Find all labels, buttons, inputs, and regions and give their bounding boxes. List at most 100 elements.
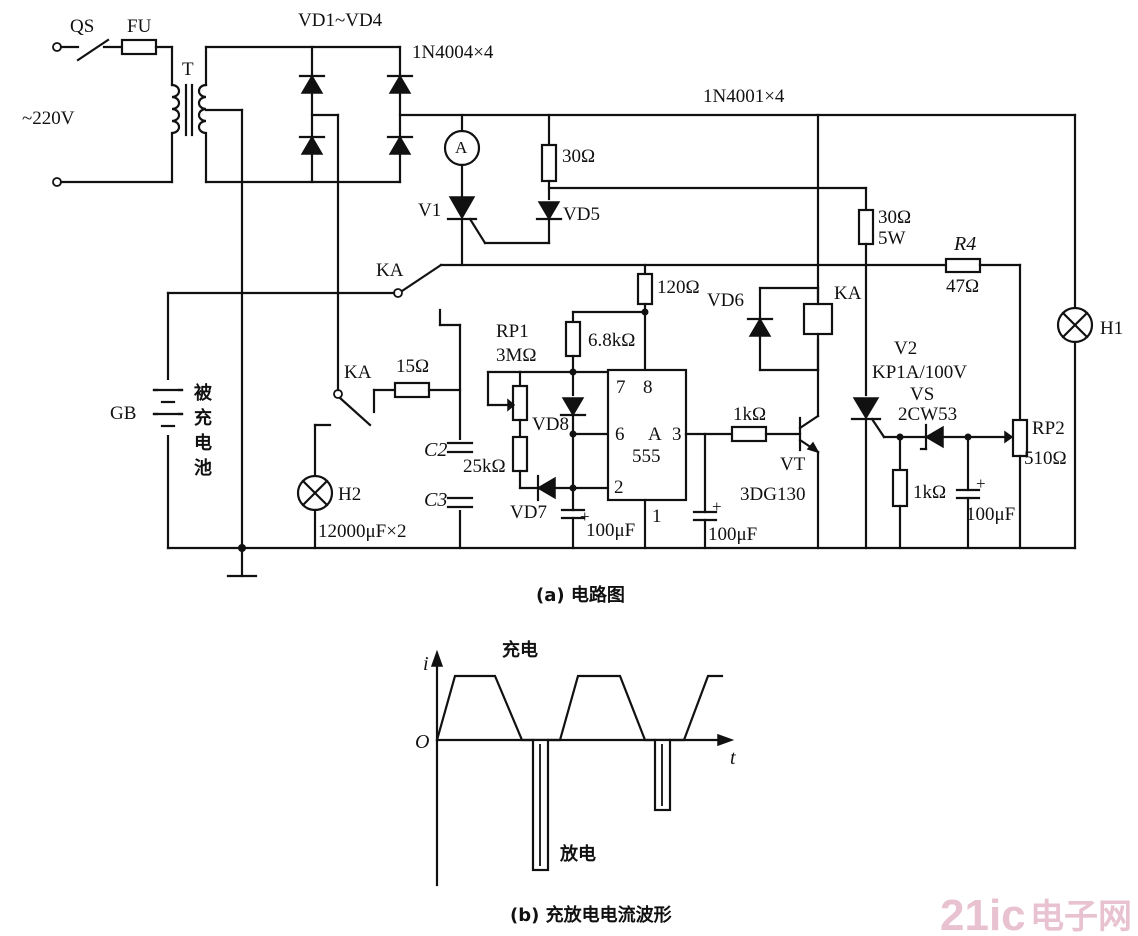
label-ic-555: 555 bbox=[632, 446, 661, 467]
label-vd-part2: 1N4001×4 bbox=[703, 86, 785, 107]
label-wave-i: i bbox=[423, 653, 429, 675]
thyristor-v1 bbox=[446, 196, 487, 245]
label-c100u-3: 100μF bbox=[966, 504, 1015, 525]
label-pin6: 6 bbox=[615, 424, 625, 445]
label-wave-o: O bbox=[415, 731, 429, 753]
label-qs: QS bbox=[70, 16, 94, 37]
label-c2: C2 bbox=[424, 439, 447, 461]
diode-vd4 bbox=[386, 135, 414, 155]
ammeter-label: A bbox=[455, 138, 468, 157]
bridge-rectifier bbox=[298, 45, 1077, 392]
label-pin2: 2 bbox=[614, 477, 624, 498]
label-pin8: 8 bbox=[643, 377, 653, 398]
label-v2-part: KP1A/100V bbox=[872, 362, 967, 383]
capacitors-c2-c3 bbox=[446, 440, 474, 510]
label-vd6: VD6 bbox=[707, 290, 744, 311]
diode-vd3 bbox=[386, 74, 414, 94]
label-gb: GB bbox=[110, 403, 136, 424]
resistor-1k-base bbox=[730, 425, 768, 443]
fu-fuse bbox=[120, 38, 158, 56]
label-vd8: VD8 bbox=[532, 414, 569, 435]
timer-section bbox=[486, 263, 802, 550]
label-r4-val: 47Ω bbox=[946, 276, 979, 297]
label-wave-charge: 充电 bbox=[502, 639, 538, 661]
label-h2: H2 bbox=[338, 484, 361, 505]
label-pin3: 3 bbox=[672, 424, 682, 445]
label-r120: 120Ω bbox=[657, 277, 700, 298]
schematic-labels: QS FU T ~220V VD1~VD4 1N4004×4 1N4001×4 … bbox=[22, 10, 1123, 606]
ground-rail bbox=[166, 544, 1077, 578]
label-pin1: 1 bbox=[652, 506, 662, 527]
label-r1k-gate: 1kΩ bbox=[913, 482, 946, 503]
zener-vs bbox=[919, 423, 944, 451]
potentiometer-rp1 bbox=[511, 384, 529, 422]
resistor-30-5w bbox=[857, 208, 875, 246]
charge-path bbox=[443, 113, 875, 397]
thyristor-v2 bbox=[850, 397, 886, 439]
relay-driver bbox=[746, 113, 834, 550]
label-c3: C3 bbox=[424, 489, 447, 511]
label-ic-a: A bbox=[648, 424, 662, 445]
diode-vd7 bbox=[536, 474, 556, 502]
label-r4: R4 bbox=[953, 233, 976, 255]
ic-555 bbox=[606, 368, 688, 502]
diode-vd2 bbox=[298, 135, 326, 155]
label-wave-discharge: 放电 bbox=[559, 843, 596, 865]
wave-charge-3 bbox=[668, 674, 724, 742]
label-vd7: VD7 bbox=[510, 502, 547, 523]
resistor-15 bbox=[393, 381, 431, 399]
label-rp2: RP2 bbox=[1032, 418, 1065, 439]
wave-charge-1 bbox=[435, 674, 535, 742]
label-mains: ~220V bbox=[22, 108, 75, 129]
cap-plus-3: + bbox=[976, 474, 986, 493]
ka-main-contact bbox=[166, 257, 1022, 550]
watermark-logo: 21ic 电子网 bbox=[940, 891, 1132, 936]
label-r25k: 25kΩ bbox=[463, 456, 506, 477]
label-h1: H1 bbox=[1100, 318, 1123, 339]
diode-vd8 bbox=[559, 397, 587, 417]
watermark-cn: 电子网 bbox=[1030, 898, 1132, 936]
resistor-r4 bbox=[944, 257, 982, 274]
label-battery-cn-0: 被 bbox=[194, 382, 213, 404]
label-wave-t: t bbox=[730, 747, 736, 769]
waveform: i O t 充电 放电 (b) 充放电电流波形 bbox=[415, 639, 736, 926]
resistor-30 bbox=[540, 143, 558, 183]
label-rp1: RP1 bbox=[496, 321, 529, 342]
cap-plus-2: + bbox=[712, 497, 722, 516]
label-vd-bridge: VD1~VD4 bbox=[298, 10, 383, 31]
label-rp1-val: 3MΩ bbox=[496, 345, 537, 366]
discharge-control bbox=[850, 113, 1094, 550]
battery-gb bbox=[152, 380, 184, 435]
resistor-120 bbox=[636, 272, 654, 306]
diode-vd5 bbox=[535, 201, 563, 221]
discharge-path bbox=[296, 381, 462, 550]
resistor-25k bbox=[511, 435, 529, 473]
label-pin7: 7 bbox=[616, 377, 626, 398]
label-battery-cn-2: 电 bbox=[194, 432, 212, 454]
label-ka-top: KA bbox=[376, 260, 404, 281]
label-vd5: VD5 bbox=[563, 204, 600, 225]
label-v1: V1 bbox=[418, 200, 441, 221]
label-battery-cn-1: 充 bbox=[194, 407, 212, 429]
label-ka-coil: KA bbox=[834, 283, 862, 304]
qs-switch bbox=[76, 38, 110, 62]
wave-charge-2 bbox=[546, 674, 657, 742]
label-battery-cn-3: 池 bbox=[194, 457, 212, 479]
resistor-6-8k bbox=[564, 320, 582, 358]
mains-input bbox=[52, 38, 174, 187]
label-r30: 30Ω bbox=[562, 146, 595, 167]
label-r30-5w-b: 5W bbox=[878, 228, 906, 249]
label-rp2-val: 510Ω bbox=[1024, 448, 1067, 469]
cap-plus-1: + bbox=[580, 507, 590, 526]
label-r30-5w-a: 30Ω bbox=[878, 207, 911, 228]
diode-vd6 bbox=[746, 317, 774, 337]
diode-vd1 bbox=[298, 74, 326, 94]
label-r6-8k: 6.8kΩ bbox=[588, 330, 635, 351]
label-vs-part: 2CW53 bbox=[898, 404, 957, 425]
caption-b: (b) 充放电电流波形 bbox=[510, 904, 672, 926]
label-vt: VT bbox=[780, 454, 806, 475]
caption-a: (a) 电路图 bbox=[536, 584, 625, 606]
label-ka-left: KA bbox=[344, 362, 372, 383]
label-t: T bbox=[182, 59, 194, 80]
